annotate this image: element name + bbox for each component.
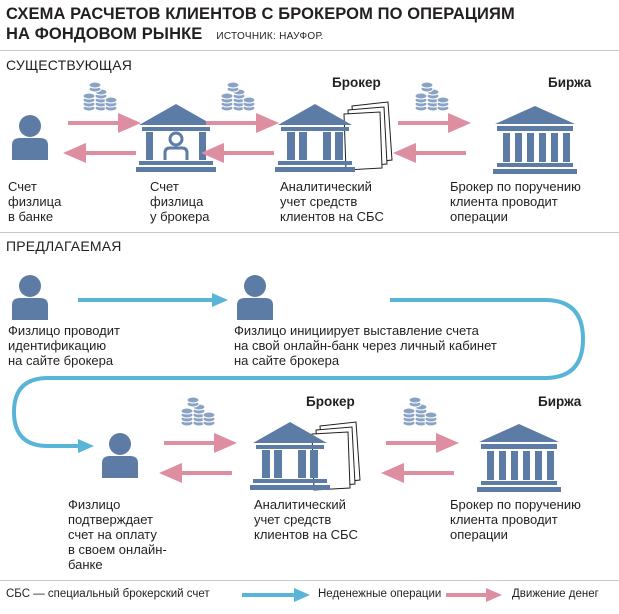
coins-icon <box>82 81 118 112</box>
exchange-building-icon <box>493 106 577 174</box>
legend-cash-arrow <box>446 588 502 602</box>
exchange-tag: Биржа <box>548 75 592 90</box>
label-sbs-accounting: Аналитический учет средств клиентов на С… <box>254 497 358 542</box>
legend-cash: Движение денег <box>512 588 599 600</box>
person-icon <box>12 275 48 320</box>
bank-with-person-icon <box>136 104 216 172</box>
source-note: ИСТОЧНИК: НАУФОР. <box>216 31 324 42</box>
person-icon <box>237 275 273 320</box>
coins-icon <box>414 81 450 112</box>
bank-building-icon <box>275 104 355 172</box>
label-broker-operations: Брокер по поручению клиента проводит опе… <box>450 179 581 224</box>
label-broker-account: Счет физлица у брокера <box>150 179 210 224</box>
label-bank-account: Счет физлица в банке <box>8 179 62 224</box>
person-icon <box>102 433 138 478</box>
legend-non-cash-arrow <box>242 588 310 602</box>
exchange-tag: Биржа <box>538 394 582 409</box>
broker-tag: Брокер <box>332 75 381 90</box>
coins-icon <box>220 81 256 112</box>
divider-middle <box>0 232 619 233</box>
broker-tag: Брокер <box>306 394 355 409</box>
page-title: СХЕМА РАСЧЕТОВ КЛИЕНТОВ С БРОКЕРОМ ПО ОП… <box>6 4 515 47</box>
divider-bottom <box>0 580 619 581</box>
coins-icon <box>402 396 438 427</box>
label-confirm-payment: Физлицо подтверждает счет на оплату в св… <box>68 497 167 572</box>
label-identification: Физлицо проводит идентификацию на сайте … <box>8 323 120 368</box>
legend-sbs: СБС — специальный брокерский счет <box>6 588 210 600</box>
label-sbs-accounting: Аналитический учет средств клиентов на С… <box>280 179 384 224</box>
existing-heading: СУЩЕСТВУЮЩАЯ <box>6 57 133 73</box>
divider-top <box>0 50 619 51</box>
exchange-building-icon <box>477 424 561 492</box>
label-broker-operations: Брокер по поручению клиента проводит опе… <box>450 497 581 542</box>
proposed-heading: ПРЕДЛАГАЕМАЯ <box>6 238 122 254</box>
person-icon <box>12 115 48 160</box>
document-stack-icon <box>343 101 393 171</box>
title-line-1: СХЕМА РАСЧЕТОВ КЛИЕНТОВ С БРОКЕРОМ ПО ОП… <box>6 5 515 23</box>
legend-non-cash: Неденежные операции <box>318 588 442 600</box>
coins-icon <box>180 396 216 427</box>
non-cash-flow <box>11 298 586 448</box>
title-line-2: НА ФОНДОВОМ РЫНКЕ <box>6 25 203 43</box>
label-invoice-request: Физлицо инициирует выставление счета на … <box>234 323 497 368</box>
